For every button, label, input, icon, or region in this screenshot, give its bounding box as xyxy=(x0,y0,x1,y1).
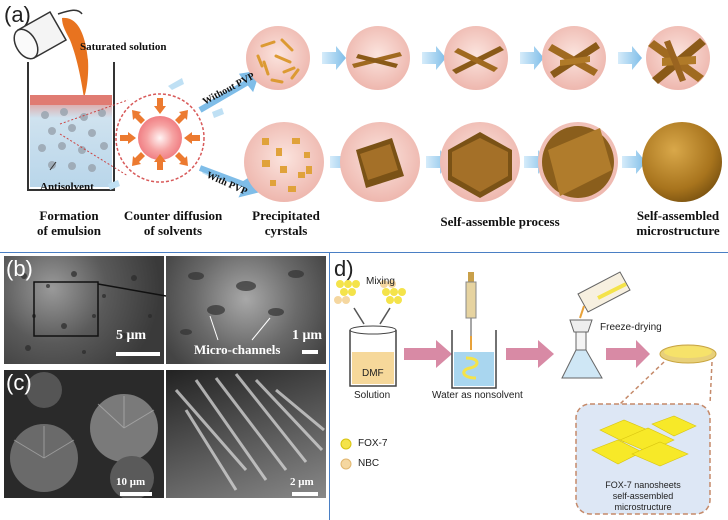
scale-label-b-left: 5 μm xyxy=(116,328,147,343)
sem-image-c-right: 2 μm xyxy=(166,370,326,498)
result-caption: FOX-7 nanosheets self-assembled microstr… xyxy=(605,480,681,512)
caption-precipitated: Precipitated cyrstals xyxy=(252,208,320,238)
dmf-beaker xyxy=(349,325,397,387)
scale-label-c-right: 2 μm xyxy=(290,476,314,488)
antisolvent-label: Antisolvent xyxy=(40,181,94,193)
legend-nbc: NBC xyxy=(358,458,380,469)
saturated-solution-label: Saturated solution xyxy=(80,41,167,53)
panel-d: d) xyxy=(330,254,728,520)
panel-a-illustration xyxy=(13,9,722,202)
dmf-label: DMF xyxy=(362,368,384,379)
scale-bar-c-left xyxy=(120,492,152,496)
sem-image-b-right: Micro-channels 1 μm xyxy=(166,256,326,364)
freeze-drying-label: Freeze-drying xyxy=(600,322,662,333)
panel-c: 10 μm 2 μm (c) xyxy=(0,368,329,500)
emulsion-beaker xyxy=(27,62,115,191)
pouring-jar xyxy=(13,9,89,98)
caption-counter-diffusion: Counter diffusion of solvents xyxy=(123,208,223,238)
panel-a: (a) xyxy=(0,0,728,252)
caption-self-assembled: Self-assembled microstructure xyxy=(636,208,720,238)
divider-horizontal xyxy=(0,252,728,253)
caption-formation: Formation of emulsion xyxy=(37,208,101,238)
micro-channels-label: Micro-channels xyxy=(194,342,281,357)
nanosheet-zoom-box xyxy=(575,403,711,515)
water-nonsolvent-label: Water as nonsolvent xyxy=(432,390,523,401)
scale-label-b-right: 1 μm xyxy=(292,328,323,343)
panel-d-illustration xyxy=(334,271,717,515)
scale-bar-b-left xyxy=(116,352,160,356)
panel-b: 5 μm Micro-channels 1 μm (b) xyxy=(0,254,329,366)
solution-label: Solution xyxy=(354,390,391,401)
scale-label-c-left: 10 μm xyxy=(116,476,146,488)
sem-image-b-left: 5 μm xyxy=(4,256,164,364)
panel-a-label: (a) xyxy=(4,2,31,27)
syringe xyxy=(465,272,477,350)
zoom-line xyxy=(97,283,167,297)
filtration-flask xyxy=(561,319,603,379)
water-beaker xyxy=(451,330,497,389)
pathway-arrows xyxy=(198,70,262,198)
divider-vertical xyxy=(329,252,330,520)
panel-d-label: d) xyxy=(334,256,354,281)
row-without-pvp xyxy=(246,26,710,90)
scale-bar-b-right xyxy=(302,350,318,354)
sem-image-c-left: 10 μm xyxy=(4,370,164,498)
panel-c-label: (c) xyxy=(6,370,32,395)
petri-dish xyxy=(659,344,717,364)
pouring-tube xyxy=(577,271,631,319)
row-with-pvp xyxy=(244,122,722,202)
counter-diffusion-sphere xyxy=(108,78,224,190)
mixing-label: Mixing xyxy=(366,276,395,287)
caption-self-assemble-process: Self-assemble process xyxy=(440,214,560,229)
scale-bar-c-right xyxy=(292,492,318,496)
legend-fox7: FOX-7 xyxy=(358,438,388,449)
panel-b-label: (b) xyxy=(6,256,33,281)
